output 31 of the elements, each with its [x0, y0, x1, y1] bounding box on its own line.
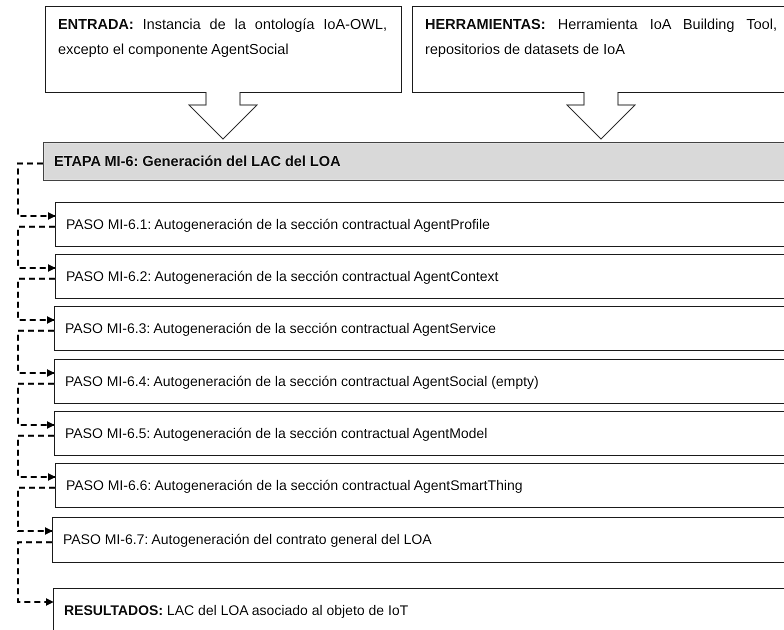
box-text: RESULTADOS: LAC del LOA asociado al objeto de IoT	[64, 601, 410, 619]
box-text: PASO MI-6.7: Autogeneración del contrato general del LOA	[63, 530, 433, 548]
dashed-arrow	[17, 330, 55, 377]
process-box	[54, 359, 784, 404]
dashed-arrow	[17, 382, 55, 429]
box-text: PASO MI-6.5: Autogeneración de la sección contractual AgentModel	[65, 424, 488, 442]
box-text: ETAPA MI-6: Generación del LAC del LOA	[54, 153, 342, 171]
box-text: HERRAMIENTAS: Herramienta IoA Building Tool, repositorios de datasets de IoA	[425, 16, 777, 60]
box-text: PASO MI-6.6: Autogeneración de la sección contractual AgentSmartThing	[66, 476, 524, 494]
box-text: PASO MI-6.2: Autogeneración de la sección contractual AgentContext	[66, 267, 500, 285]
input-box	[45, 6, 402, 93]
dashed-arrow	[17, 434, 56, 481]
box-text: PASO MI-6.3: Autogeneración de la sección contractual AgentService	[65, 319, 497, 337]
process-box	[55, 463, 784, 508]
block-arrow	[566, 92, 636, 140]
box-text: PASO MI-6.4: Autogeneración de la sección contractual AgentSocial (empty)	[65, 372, 540, 390]
process-box	[55, 202, 784, 247]
process-box	[52, 517, 784, 563]
box-text: ENTRADA: Instancia de la ontología IoA-OWL, excepto el componente AgentSocial	[58, 16, 387, 60]
input-box	[412, 6, 784, 93]
dashed-arrow	[17, 541, 54, 606]
dashed-arrow	[17, 162, 56, 220]
block-arrow	[188, 92, 258, 140]
stage-header-bar	[43, 142, 784, 181]
process-box	[55, 254, 784, 299]
process-box	[54, 411, 784, 456]
box-text: PASO MI-6.1: Autogeneración de la sección contractual AgentProfile	[66, 215, 491, 233]
dashed-arrow	[17, 278, 55, 324]
dashed-arrow	[17, 226, 56, 272]
dashed-arrow	[17, 486, 55, 535]
process-box	[54, 306, 784, 351]
